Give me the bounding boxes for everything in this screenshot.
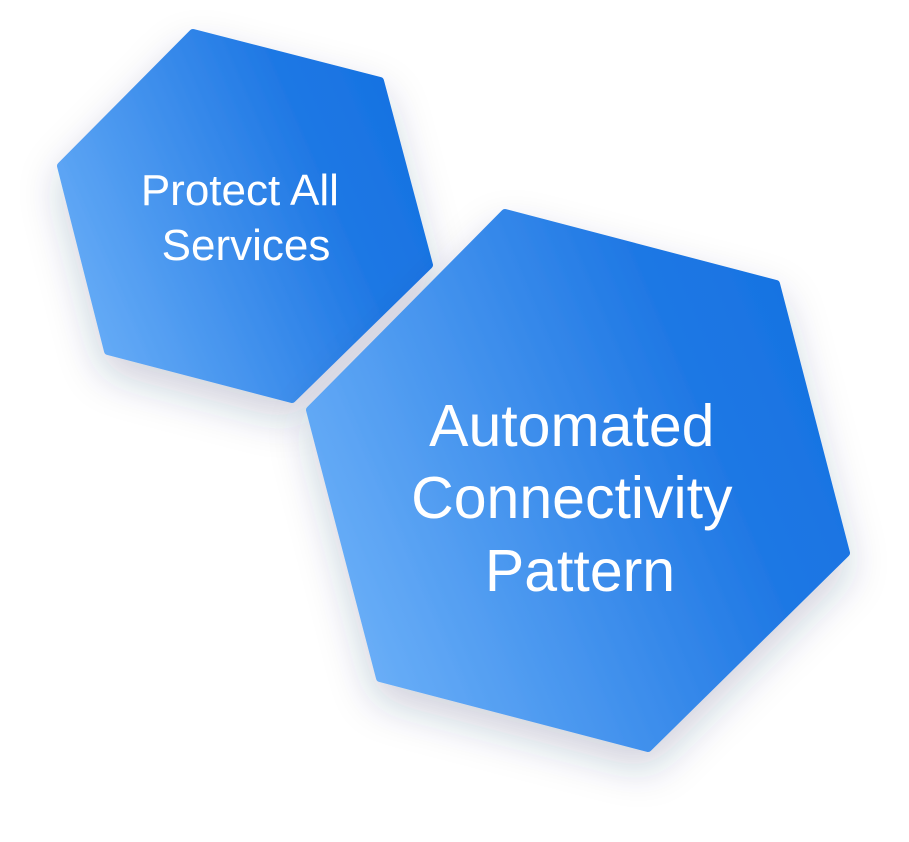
hexagon-protect-all-services — [57, 29, 433, 403]
hexagon-automated-connectivity-pattern — [306, 209, 850, 752]
hexagon-label-small: Protect All Services — [141, 166, 351, 270]
hexagon-label-large: Automated Connectivity Pattern — [411, 393, 749, 604]
